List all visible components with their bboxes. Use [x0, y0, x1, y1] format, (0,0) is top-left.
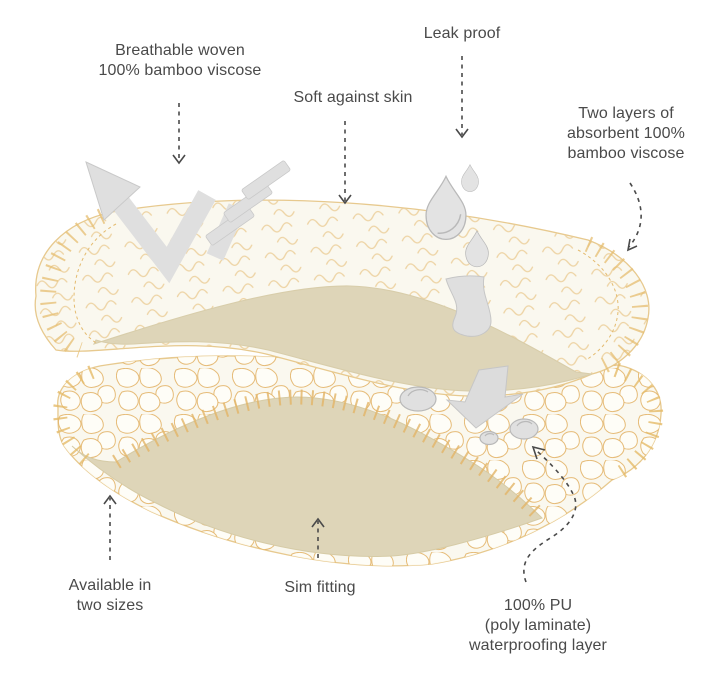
top-left-cap-seam: [73, 223, 117, 345]
label-soft-against-skin: Soft against skin: [293, 89, 413, 106]
water-drops-icon: [425, 163, 489, 268]
arrow-two-layers: [626, 182, 642, 252]
arrow-available: [103, 494, 117, 560]
label-breathable-woven: Breathable woven 100% bamboo viscose: [98, 42, 262, 79]
label-sim-fitting: Sim fitting: [284, 579, 356, 596]
arrow-pu-layer: [523, 445, 577, 583]
blocked-droplets-icon: [399, 386, 539, 446]
label-pu-waterproofing: 100% PU (poly laminate) waterproofing la…: [469, 597, 607, 654]
arrow-soft: [338, 121, 352, 205]
top-absorbent-layer: [34, 199, 650, 397]
label-available-two-sizes: Available in two sizes: [68, 577, 152, 614]
vent-lines-icon: [205, 160, 291, 246]
waterproof-layer-underside: [71, 396, 543, 557]
arrow-breathable: [172, 103, 186, 165]
arrow-sim-fitting: [311, 517, 325, 558]
top-layer-underside: [92, 285, 593, 392]
label-two-layers-absorbent: Two layers of absorbent 100% bamboo visc…: [567, 105, 685, 162]
label-leak-proof: Leak proof: [423, 25, 501, 42]
down-arrow-icon: [445, 365, 524, 429]
absorb-arrow-icon: [445, 275, 492, 337]
arrow-leak-proof: [455, 56, 469, 139]
waterproof-layer: [52, 355, 664, 567]
